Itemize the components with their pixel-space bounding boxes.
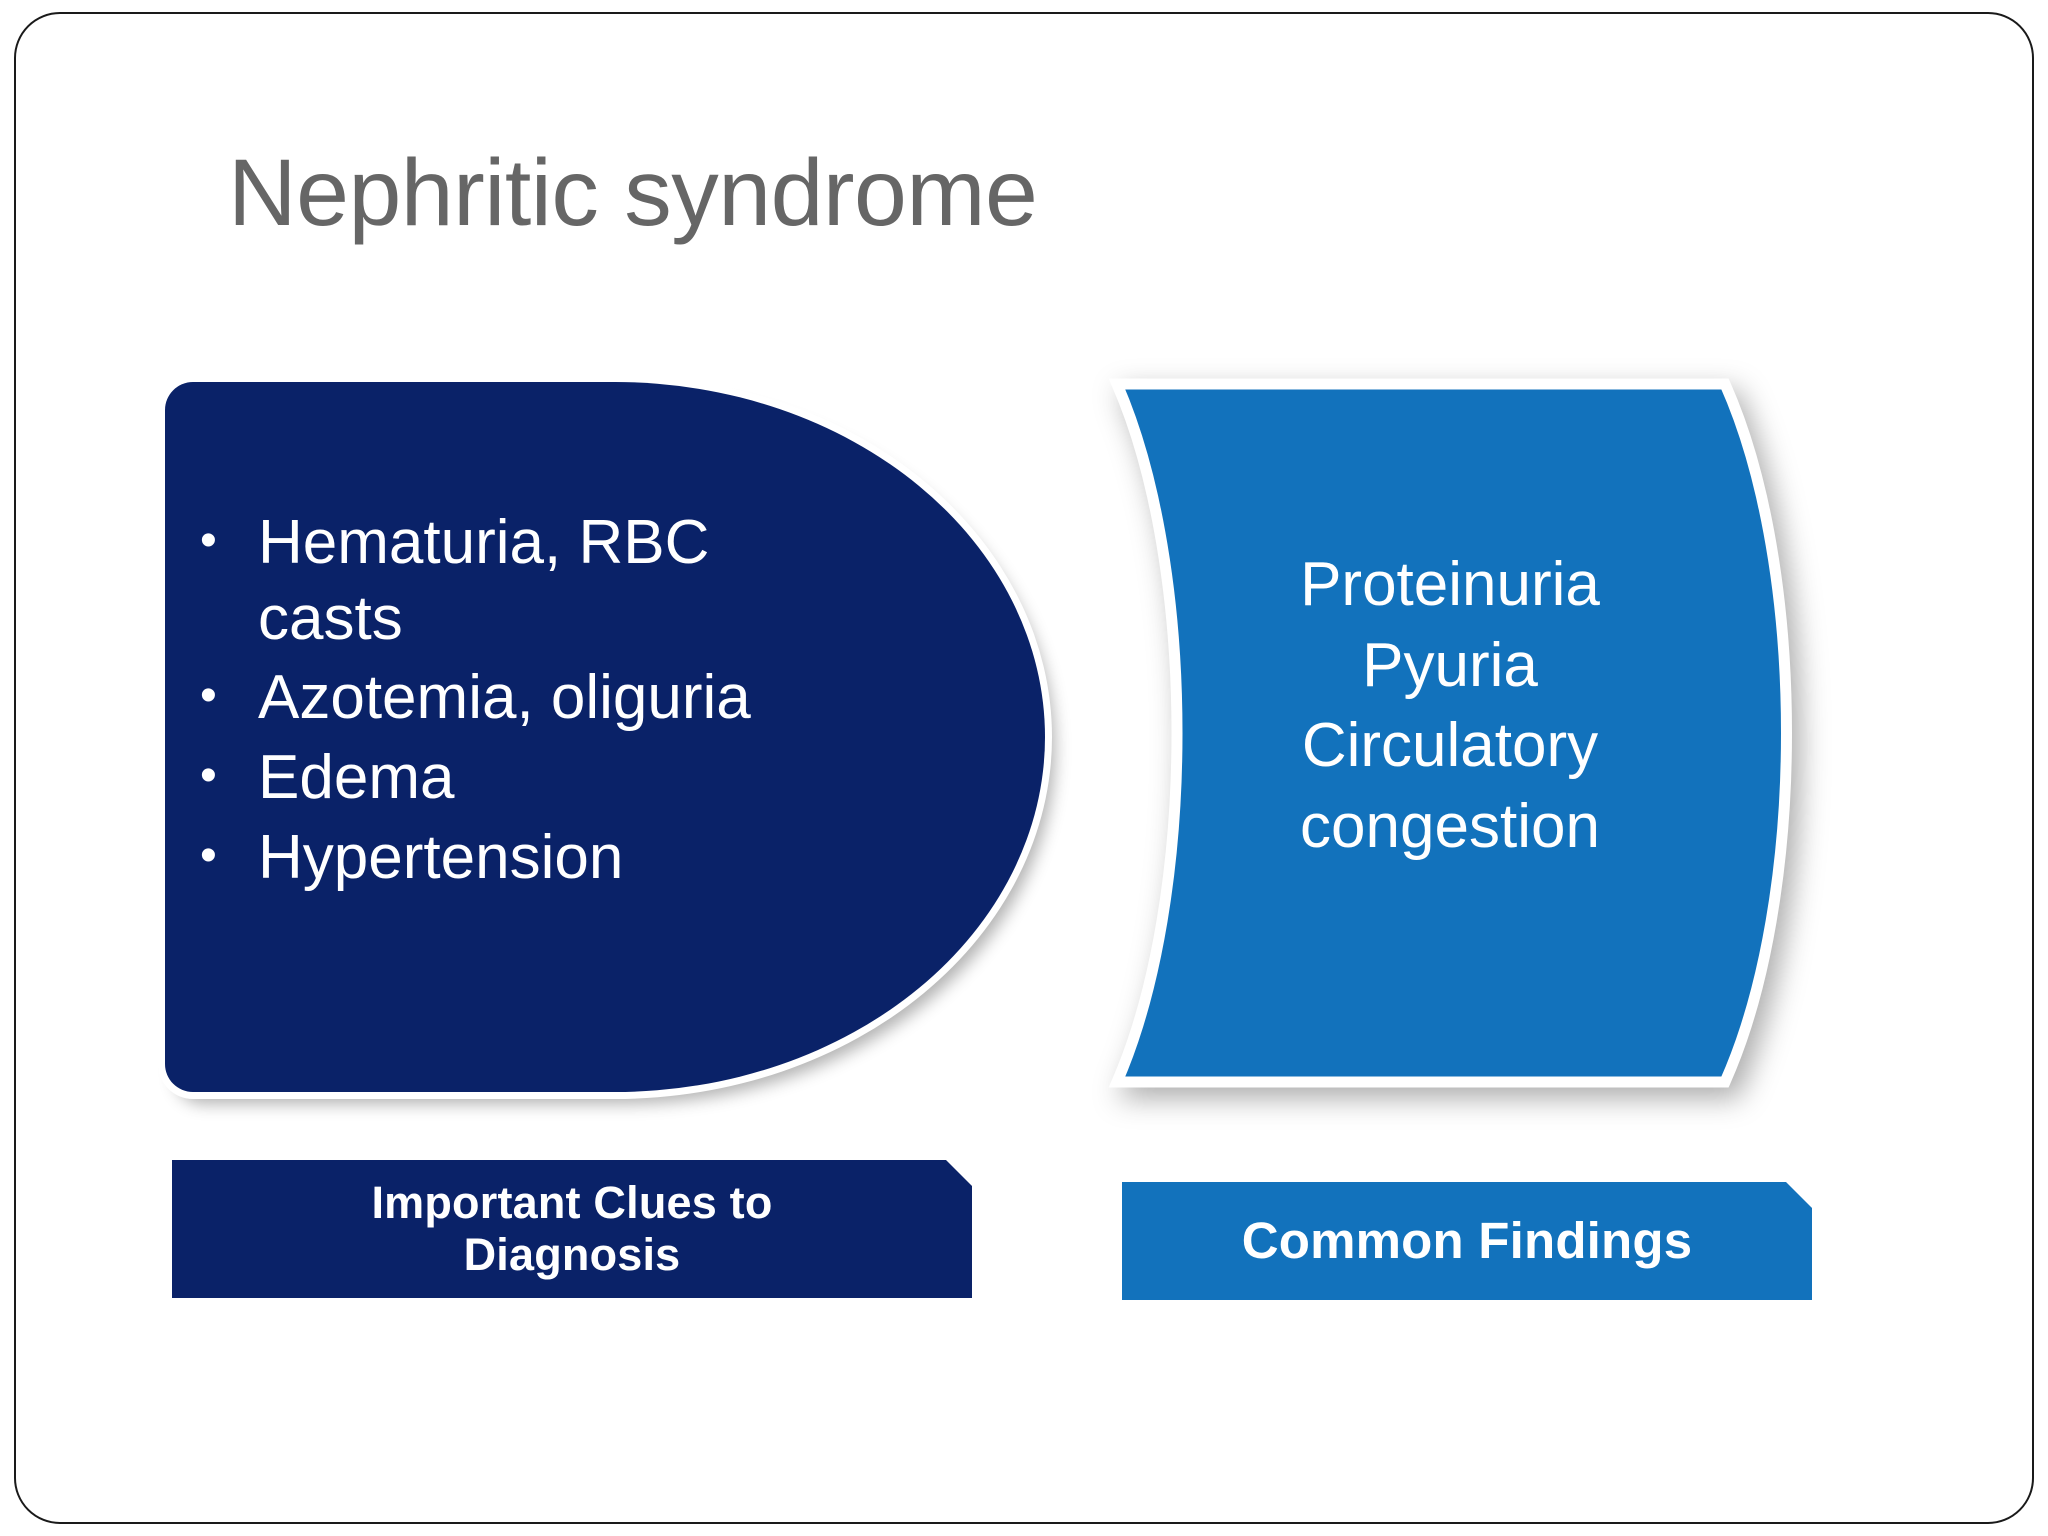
- list-item-label: Hypertension: [258, 822, 624, 892]
- banner-left-line2: Diagnosis: [463, 1229, 681, 1280]
- bullet-icon: •: [200, 514, 217, 567]
- important-clues-banner[interactable]: Important Clues to Diagnosis: [172, 1160, 972, 1298]
- important-clues-bullet-list: • Hematuria, RBC casts • Azotemia, oligu…: [190, 505, 850, 899]
- bullet-icon: •: [200, 748, 217, 802]
- list-item: • Hematuria, RBC casts: [190, 505, 850, 656]
- finding-line: Proteinuria: [1300, 550, 1600, 619]
- list-item: • Azotemia, oliguria: [190, 660, 850, 736]
- banner-left-label: Important Clues to Diagnosis: [371, 1177, 772, 1281]
- list-item-label: Azotemia, oliguria: [258, 663, 751, 733]
- banner-left-line1: Important Clues to: [371, 1176, 773, 1228]
- banner-right-label: Common Findings: [1241, 1212, 1693, 1270]
- bullet-icon: •: [200, 669, 217, 723]
- finding-line: congestion: [1300, 791, 1600, 861]
- common-findings-shape[interactable]: [1065, 378, 1825, 1088]
- list-item: • Edema: [190, 740, 850, 816]
- page-title: Nephritic syndrome: [228, 140, 1038, 246]
- bullet-icon: •: [200, 828, 217, 882]
- finding-line: Circulatory: [1301, 711, 1599, 781]
- list-item: • Hypertension: [190, 820, 850, 896]
- list-item-label: Hematuria, RBC casts: [258, 508, 710, 653]
- finding-line: Pyuria: [1362, 630, 1538, 700]
- common-findings-text: Proteinuria Pyuria Circulatory congestio…: [1160, 545, 1740, 867]
- common-findings-banner[interactable]: Common Findings: [1122, 1182, 1812, 1300]
- important-clues-shape[interactable]: [165, 382, 1045, 1092]
- list-item-label: Edema: [258, 742, 455, 812]
